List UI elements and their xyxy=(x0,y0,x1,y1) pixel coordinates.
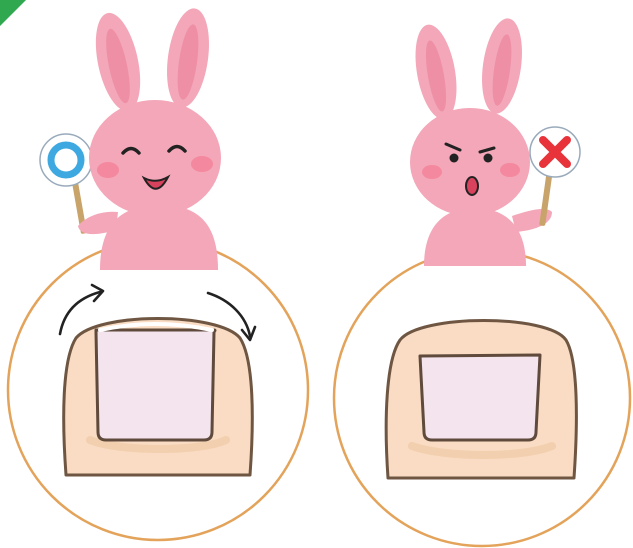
nail-bad xyxy=(418,353,542,442)
batsu-cross-icon xyxy=(529,126,581,178)
rabbit-happy xyxy=(39,8,221,270)
corner-arrow-left-icon xyxy=(58,283,105,336)
nail-good xyxy=(94,328,217,442)
corner-badge xyxy=(0,0,26,26)
corner-arrow-right-icon xyxy=(206,291,257,342)
maru-circle-icon xyxy=(39,133,93,187)
rabbit-angry xyxy=(410,18,581,266)
panel-bad xyxy=(332,18,632,548)
panel-good xyxy=(6,8,310,542)
